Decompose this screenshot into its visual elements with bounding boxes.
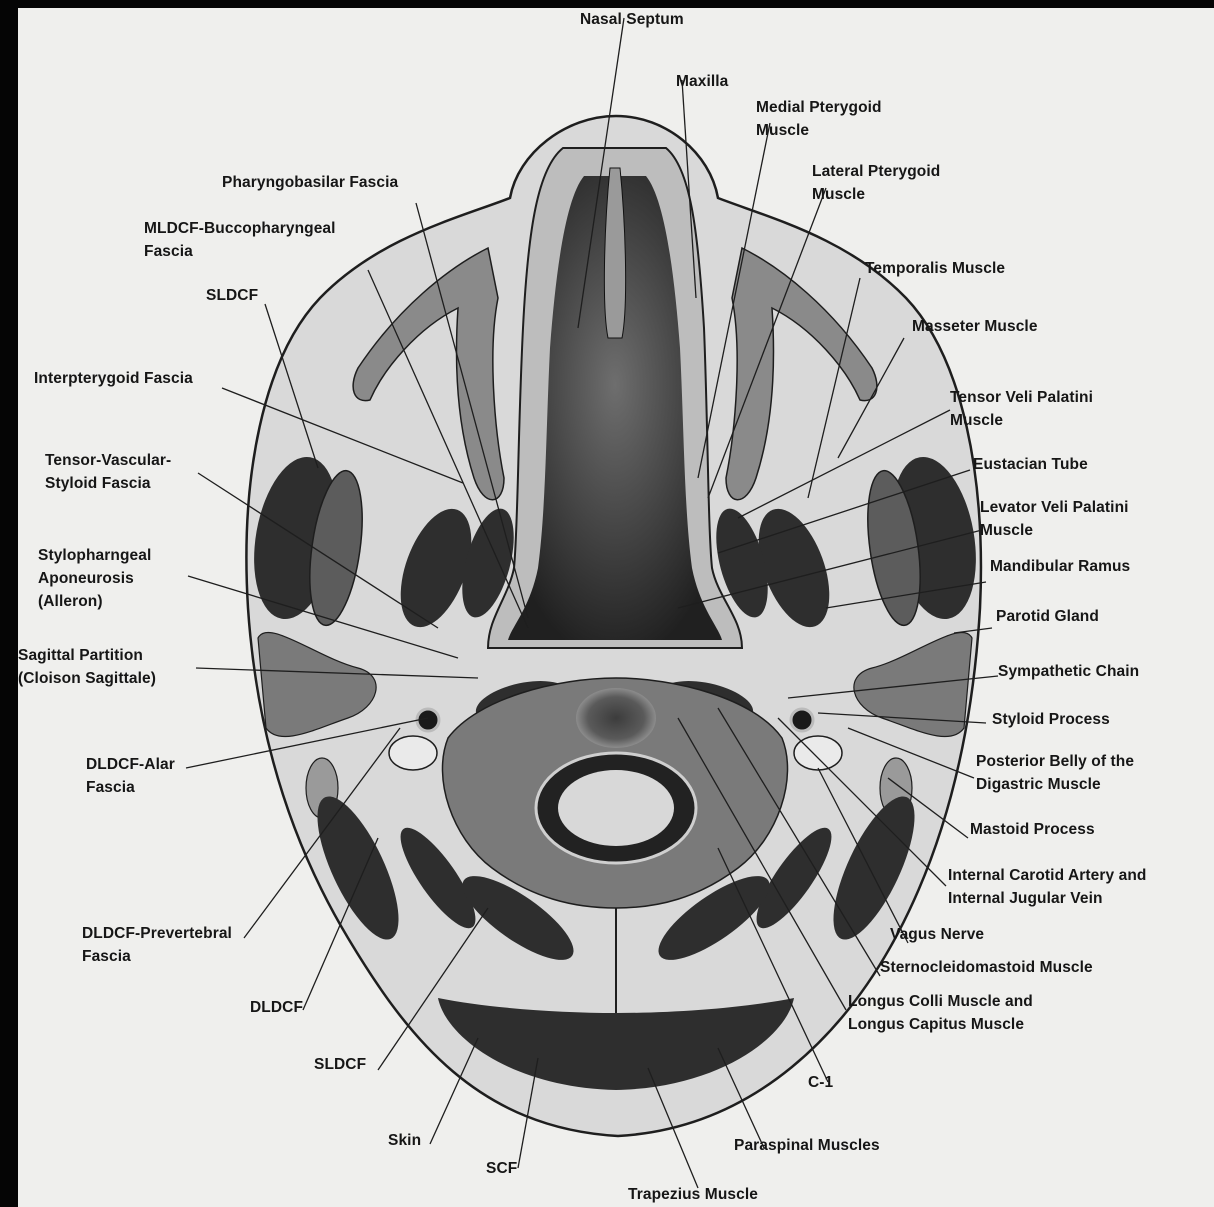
label-paraspinal: Paraspinal Muscles xyxy=(734,1134,880,1157)
label-sternocleidomastoid: Sternocleidomastoid Muscle xyxy=(880,956,1093,979)
label-skin: Skin xyxy=(388,1129,421,1152)
label-internal-carotid: Internal Carotid Artery and Internal Jug… xyxy=(948,864,1147,910)
label-mandibular-ramus: Mandibular Ramus xyxy=(990,555,1130,578)
label-temporalis: Temporalis Muscle xyxy=(865,257,1005,280)
label-tensor-vascular: Tensor-Vascular- Styloid Fascia xyxy=(45,449,171,495)
right-carotid xyxy=(791,709,813,731)
label-interpterygoid: Interpterygoid Fascia xyxy=(34,367,193,390)
label-sldcf-top: SLDCF xyxy=(206,284,258,307)
anatomy-figure: Nasal Septum Maxilla Medial Pterygoid Mu… xyxy=(18,8,1214,1207)
label-mldcf: MLDCF-Buccopharyngeal Fascia xyxy=(144,217,336,263)
label-dldcf: DLDCF xyxy=(250,996,303,1019)
label-trapezius: Trapezius Muscle xyxy=(628,1183,758,1206)
label-tensor-veli: Tensor Veli Palatini Muscle xyxy=(950,386,1093,432)
label-pharyngobasilar: Pharyngobasilar Fascia xyxy=(222,171,398,194)
label-mastoid: Mastoid Process xyxy=(970,818,1095,841)
nasal-septum-shape xyxy=(604,168,625,338)
label-masseter: Masseter Muscle xyxy=(912,315,1038,338)
label-nasal-septum: Nasal Septum xyxy=(580,8,684,31)
label-sagittal-partition: Sagittal Partition (Cloison Sagittale) xyxy=(18,644,156,690)
label-dldcf-prevertebral: DLDCF-Prevertebral Fascia xyxy=(82,922,232,968)
label-eustachian: Eustacian Tube xyxy=(973,453,1088,476)
label-lateral-pterygoid: Lateral Pterygoid Muscle xyxy=(812,160,940,206)
label-maxilla: Maxilla xyxy=(676,70,728,93)
dens xyxy=(576,688,656,748)
label-dldcf-alar: DLDCF-Alar Fascia xyxy=(86,753,175,799)
label-medial-pterygoid: Medial Pterygoid Muscle xyxy=(756,96,882,142)
spinal-cord xyxy=(558,770,674,846)
label-stylopharngeal: Stylopharngeal Aponeurosis (Alleron) xyxy=(38,544,151,613)
label-sldcf-bottom: SLDCF xyxy=(314,1053,366,1076)
left-jugular xyxy=(389,736,437,770)
label-levator-veli: Levator Veli Palatini Muscle xyxy=(980,496,1129,542)
label-posterior-belly: Posterior Belly of the Digastric Muscle xyxy=(976,750,1134,796)
label-c1: C-1 xyxy=(808,1071,833,1094)
label-styloid-process: Styloid Process xyxy=(992,708,1110,731)
label-longus: Longus Colli Muscle and Longus Capitus M… xyxy=(848,990,1033,1036)
label-parotid: Parotid Gland xyxy=(996,605,1099,628)
label-vagus: Vagus Nerve xyxy=(890,923,984,946)
label-scf: SCF xyxy=(486,1157,517,1180)
label-sympathetic-chain: Sympathetic Chain xyxy=(998,660,1139,683)
